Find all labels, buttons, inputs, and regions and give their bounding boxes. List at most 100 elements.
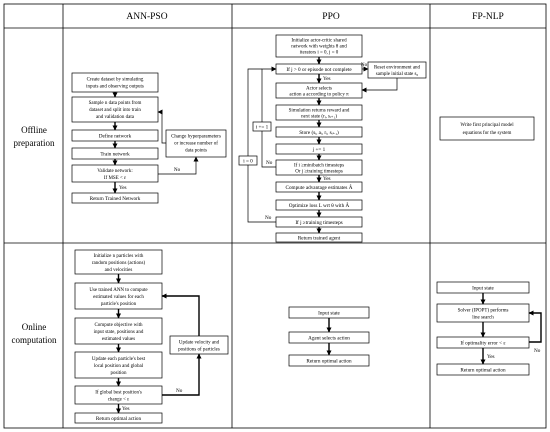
box-label: i = 0: [243, 159, 253, 165]
box-label: Store (sᵢ, aᵢ, rᵢ, sᵢ₊₁): [299, 129, 339, 136]
box-label: Initialize n particles with: [94, 254, 144, 259]
ppo-online-flow: Input state Agent selects action Return …: [288, 306, 370, 367]
box-label: next state (rᵢ, sᵢ₊₁): [301, 115, 337, 120]
box-label: local position and global: [94, 364, 144, 369]
box-compute-objective: [74, 317, 163, 345]
box-label: No: [265, 215, 272, 221]
box-label: j += 1: [312, 147, 326, 153]
box-label: Validate network:: [97, 169, 132, 174]
box-label: Return Trained Network: [90, 196, 141, 202]
box-label: Define network: [99, 133, 132, 140]
box-label: Change hyperparameters: [171, 135, 221, 140]
box-label: Actor selects: [306, 87, 332, 92]
box-label: Initialize actor-critic shared: [291, 39, 347, 44]
box-label: Yes: [119, 185, 127, 191]
box-label: i += 1: [256, 125, 269, 131]
box-label: No: [174, 167, 181, 173]
ppo-offline-flow: Initialize actor-critic shared network w…: [238, 34, 427, 243]
box-label: input state, positions and: [94, 330, 144, 335]
box-label: change < ε: [108, 398, 130, 403]
ann-offline-flow: Create dataset by simulating inputs and …: [71, 72, 227, 204]
box-use-trained-ann: [74, 282, 163, 310]
box-label: network with weights θ and: [291, 45, 347, 50]
box-label: equations for the system: [463, 131, 512, 136]
box-label: Input state: [318, 311, 340, 317]
box-label: No: [534, 348, 541, 354]
header-ppo: PPO: [322, 12, 340, 22]
box-label: line search: [472, 316, 494, 321]
box-label: Return optimal action: [96, 416, 142, 422]
box-label: Solver (IPOPT) performs: [458, 309, 509, 314]
fp-offline-flow: Write first principal model equations fo…: [439, 116, 535, 141]
flow-arrow: [161, 293, 200, 336]
box-label: No: [361, 62, 368, 68]
flow-arrow: [158, 156, 199, 175]
box-label: Use trained ANN to compute: [89, 288, 148, 293]
box-label: preparation: [14, 138, 55, 148]
box-label: Return trained agent: [298, 236, 341, 242]
box-label: inputs and observing outputs: [86, 85, 144, 90]
box-label: positions of particles: [178, 348, 220, 353]
box-update-best: [74, 351, 163, 379]
box-label: data points: [185, 149, 207, 154]
box-label: Create dataset by simulating: [87, 78, 144, 83]
box-label: Online: [22, 322, 47, 332]
box-label: Or j ≥training timesteps: [295, 170, 343, 175]
box-label: Compute advantage estimates Â: [286, 183, 353, 191]
box-label: action a according to policy π: [289, 93, 349, 98]
flow-arrow: [162, 353, 202, 396]
box-label: and validation data: [96, 115, 135, 120]
box-label: iterators i = 0, j = 0: [300, 51, 339, 56]
table-grid: [3, 3, 547, 429]
box-label: Write first principal model: [460, 123, 514, 128]
box-label: Compute objective with: [94, 323, 143, 328]
box-init-particles: [74, 249, 163, 275]
box-label: Sample n data points from: [89, 101, 142, 106]
box-write-first-principal: [439, 116, 535, 141]
box-label: Agent selects action: [308, 336, 350, 342]
flow-arrow: [528, 310, 542, 343]
box-label: estimated values: [102, 337, 135, 342]
header-ann-pso: ANN-PSO: [126, 12, 167, 22]
box-label: Yes: [487, 354, 495, 360]
box-label: If optimality error < ε: [460, 340, 506, 347]
box-label: Update each particle's best: [92, 357, 146, 362]
fp-online-flow: Input state Solver (IPOPT) performs line…: [436, 281, 542, 376]
header-fp-nlp: FP-NLP: [472, 12, 504, 22]
box-label: Optimize loss L wrt θ with Â: [289, 201, 350, 209]
box-label: If j ≥training timesteps: [295, 219, 342, 226]
box-label: Reset environment and: [374, 66, 421, 71]
box-label: sample initial state s₀: [376, 72, 419, 77]
box-label: No: [176, 388, 183, 394]
box-label: position: [110, 371, 127, 376]
flow-box: [3, 3, 547, 429]
flow-arrow: [261, 66, 277, 122]
box-label: Offline: [21, 125, 47, 135]
box-label: If global best position's: [95, 391, 142, 396]
box-label: particle's position: [101, 302, 137, 307]
box-label: Input state: [472, 286, 494, 292]
box-label: dataset and split into train: [89, 108, 141, 113]
box-label: or increase number of: [174, 142, 218, 147]
box-label: Simulation returns reward and: [289, 109, 350, 114]
flow-arrow: [247, 165, 276, 223]
box-label: computation: [12, 335, 57, 345]
flow-arrow: [247, 68, 262, 156]
row-label-offline: Offline preparation: [14, 125, 55, 148]
box-label: Yes: [323, 76, 331, 82]
box-label: Yes: [323, 176, 331, 182]
box-label: Yes: [122, 406, 130, 412]
box-label: random positions (actions): [92, 261, 146, 266]
ann-online-flow: Initialize n particles with random posit…: [74, 249, 229, 424]
box-label: Return optimal action: [306, 359, 352, 365]
flow-arrow: [261, 131, 276, 168]
box-label: and velocities: [105, 268, 133, 273]
box-label: Return optimal action: [460, 368, 506, 374]
flow-arrow: [361, 78, 398, 93]
box-label: estimated values for each: [93, 295, 144, 300]
row-label-online: Online computation: [12, 322, 57, 345]
box-label: If MSE < ε: [104, 176, 126, 181]
box-label: If j > 0 or episode not complete: [286, 66, 352, 73]
flow-arrow: [157, 109, 166, 144]
